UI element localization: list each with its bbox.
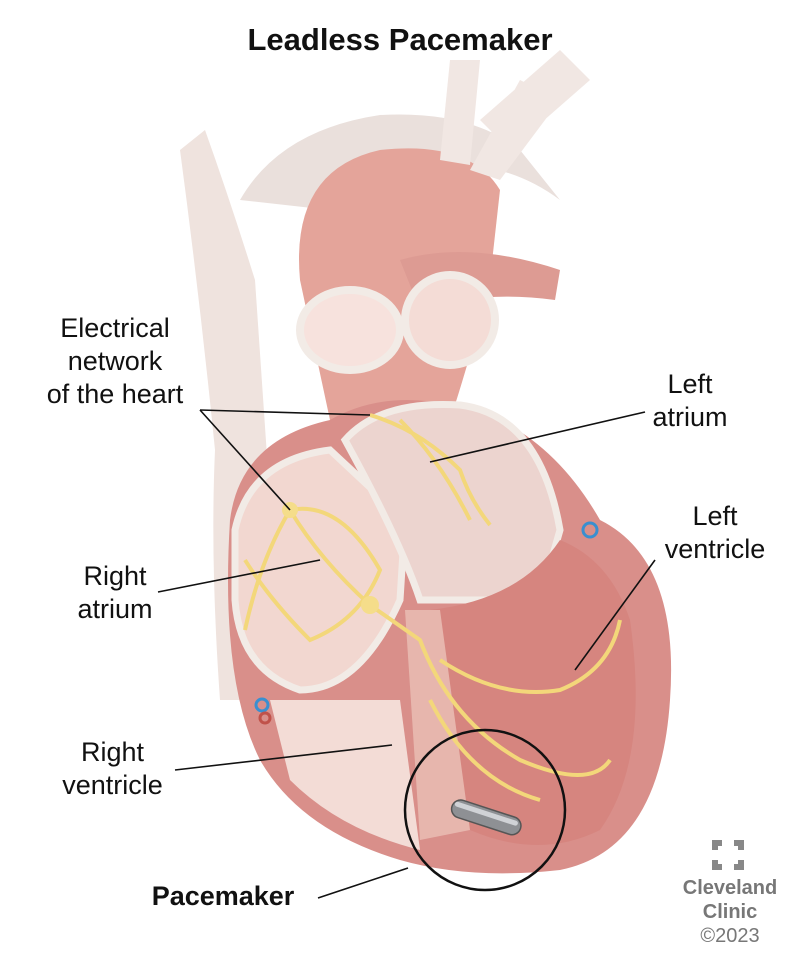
leader-right-atrium	[157, 559, 321, 593]
left-atrium-chamber	[340, 400, 564, 604]
label-line: Right	[83, 561, 147, 591]
leader-pacemaker	[317, 867, 409, 899]
right-ventricle-chamber	[270, 700, 420, 850]
leader-electrical-network-1	[199, 409, 291, 511]
label-line: Right	[80, 737, 145, 767]
coronary-vessel	[258, 711, 272, 725]
label-right-atrium: Right atrium	[55, 560, 175, 626]
page-title: Leadless Pacemaker	[247, 22, 553, 57]
label-line: atrium	[77, 594, 153, 624]
leader-left-atrium	[429, 411, 646, 463]
cleveland-clinic-logo: Cleveland Clinic ©2023	[670, 842, 790, 948]
leader-lines	[157, 409, 656, 899]
logo-line-1: Cleveland	[682, 877, 778, 899]
cleveland-clinic-logo-icon	[712, 840, 744, 870]
label-line: ventricle	[62, 770, 163, 800]
label-line: atrium	[652, 402, 728, 432]
pacemaker-device	[450, 799, 522, 836]
label-pacemaker: Pacemaker	[151, 881, 295, 911]
label-line: Electrical	[60, 313, 170, 343]
label-line: ventricle	[664, 534, 766, 564]
logo-line-2: Clinic	[702, 901, 758, 923]
label-left-ventricle: Left ventricle	[650, 500, 780, 566]
label-line: Left	[667, 369, 713, 399]
label-right-ventricle: Right ventricle	[45, 736, 180, 802]
leader-electrical-network-2	[199, 409, 371, 416]
coronary-vessel	[254, 697, 270, 713]
label-line: of the heart	[46, 379, 184, 409]
coronary-vessel	[581, 521, 599, 539]
pacemaker-highlight-circle	[403, 728, 567, 892]
vessel-opening	[401, 271, 499, 369]
copyright: ©2023	[700, 925, 760, 947]
vessel-opening	[296, 286, 404, 374]
label-left-atrium: Left atrium	[640, 368, 740, 434]
leader-right-ventricle	[174, 744, 393, 771]
label-line: network	[67, 346, 163, 376]
label-electrical-network: Electrical network of the heart	[40, 312, 190, 411]
right-atrium-chamber	[231, 446, 409, 694]
electrical-network	[243, 413, 622, 802]
aortic-branches	[440, 50, 590, 180]
av-node	[361, 596, 379, 614]
leader-left-ventricle	[574, 559, 656, 671]
septum	[405, 610, 470, 840]
label-line: Left	[692, 501, 738, 531]
